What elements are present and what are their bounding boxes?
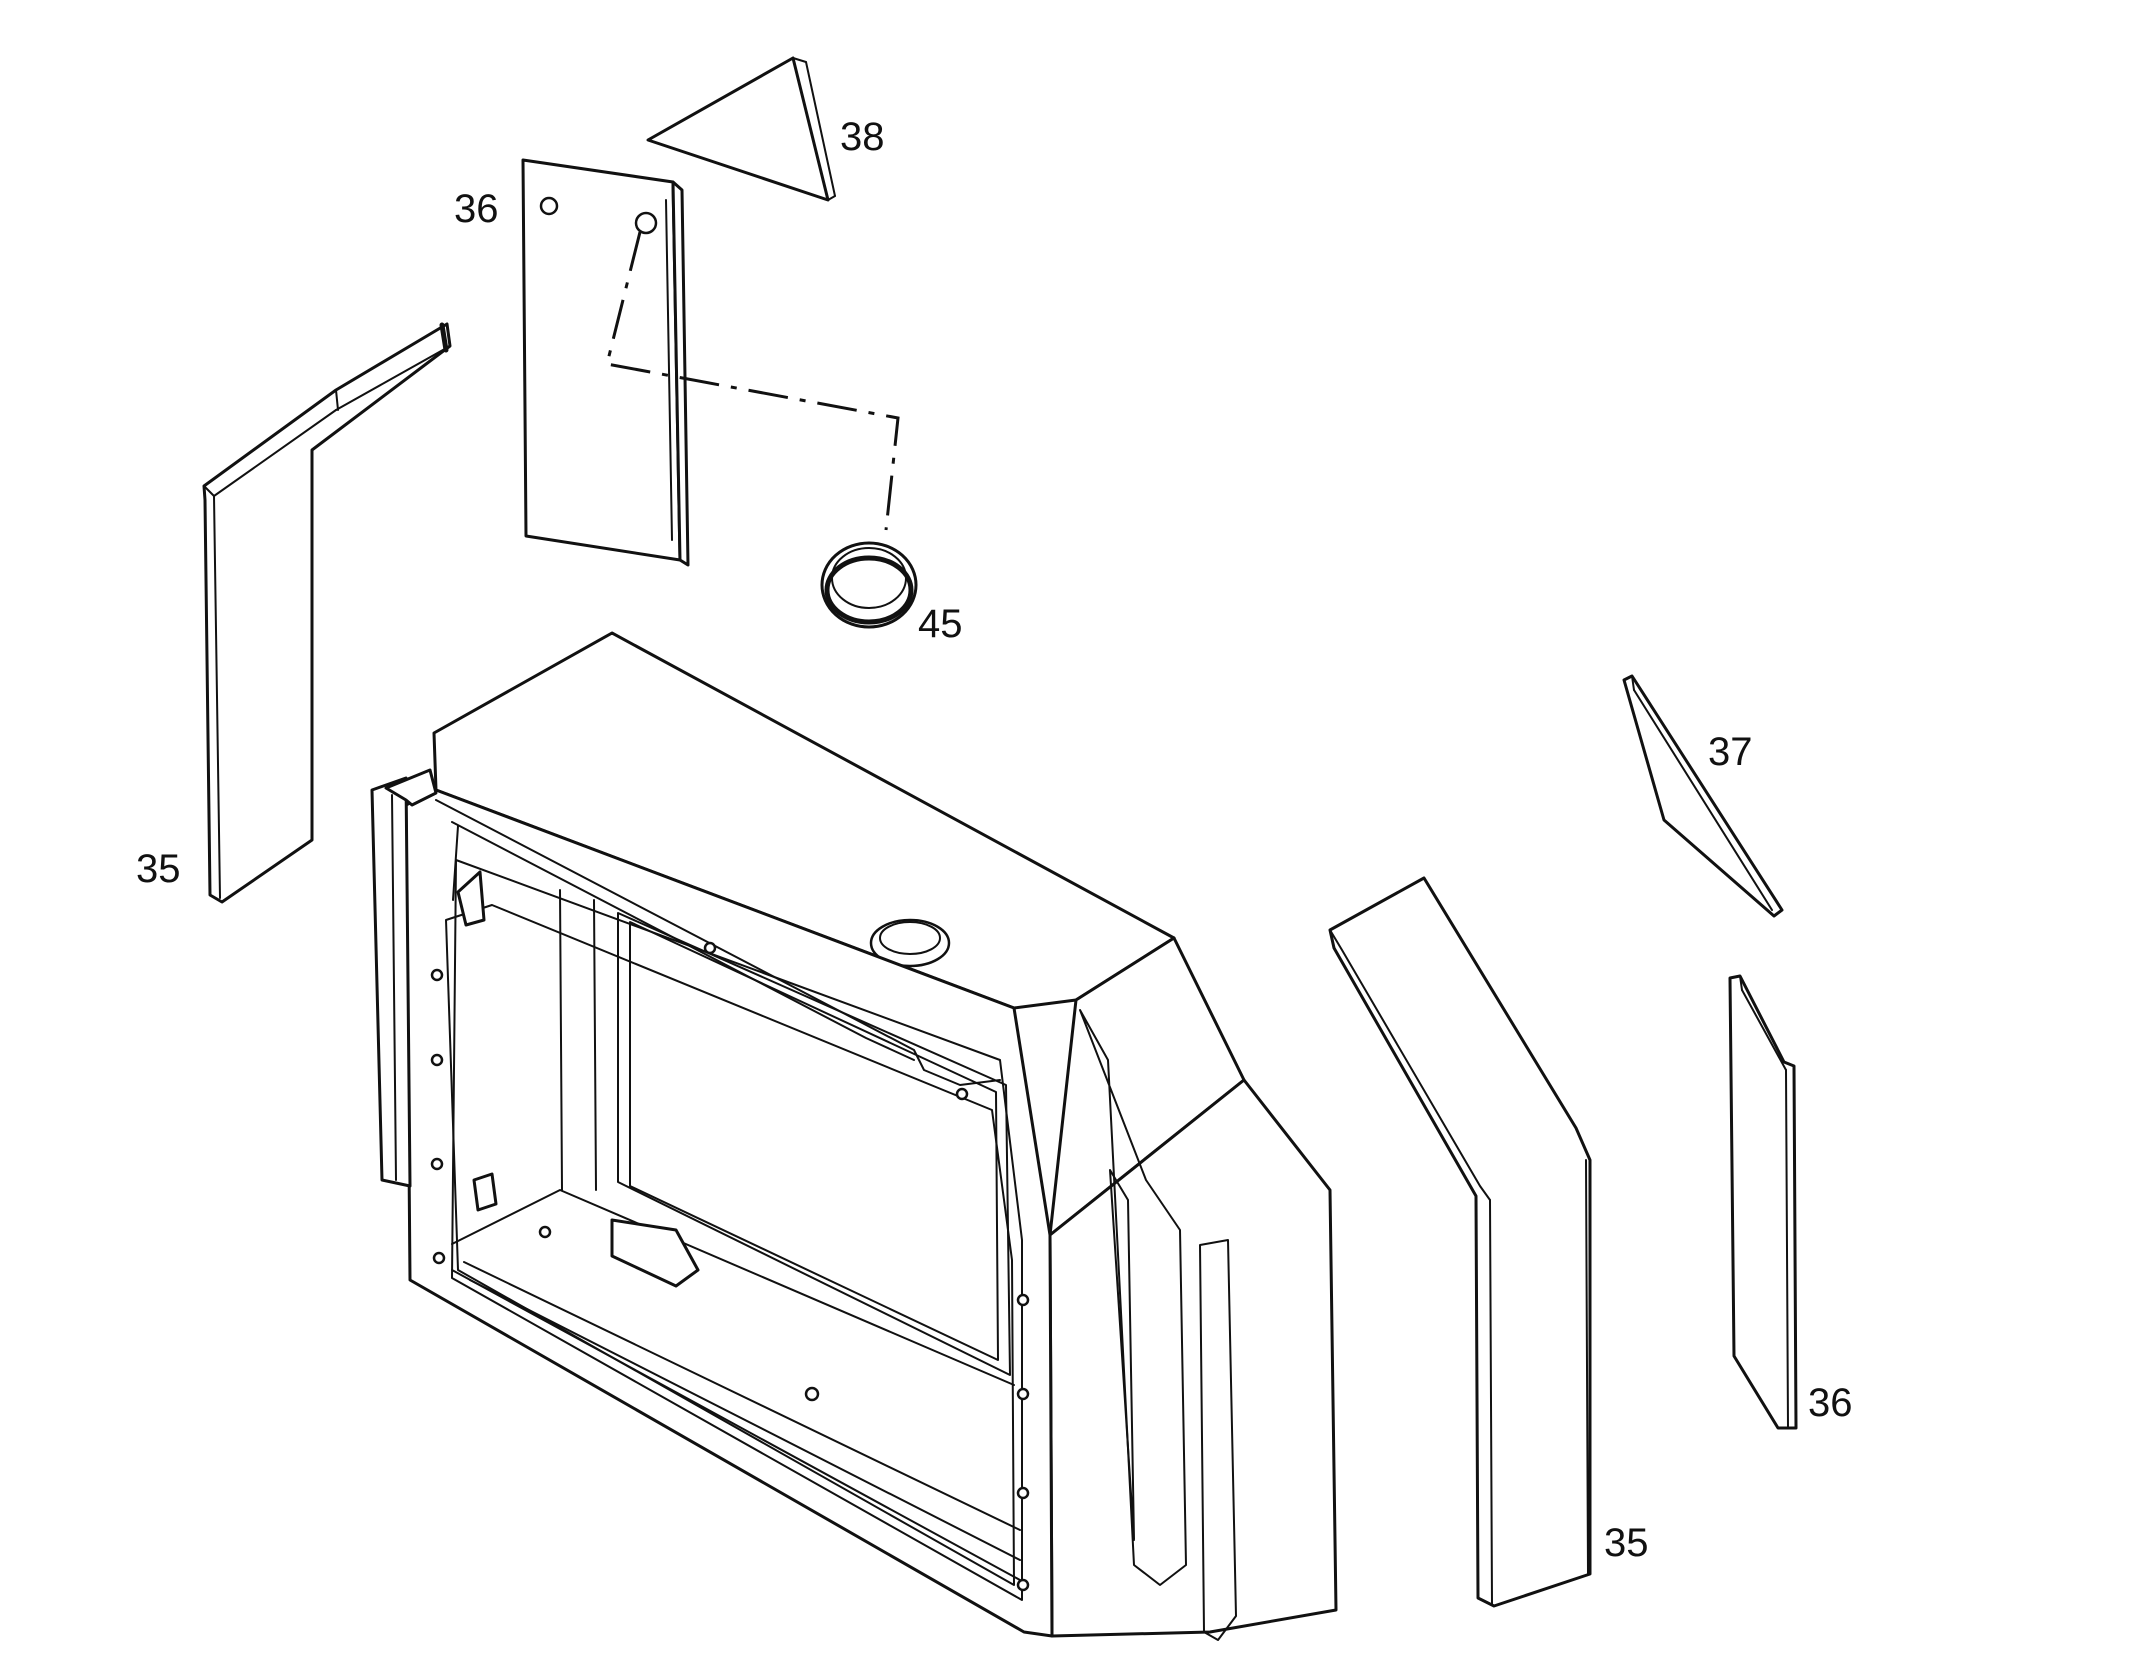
part-35-left-side-liner	[202, 322, 452, 904]
callout-36-top: 36	[454, 187, 499, 231]
callout-35-left: 35	[136, 847, 181, 891]
callout-38: 38	[840, 115, 885, 159]
callout-36-right: 36	[1808, 1381, 1853, 1425]
firebox-body	[370, 631, 1338, 1641]
part-38-triangle-baffle	[646, 56, 836, 202]
part-45-flue-collar	[820, 541, 918, 629]
callout-35-right: 35	[1604, 1521, 1649, 1565]
callout-37: 37	[1708, 730, 1753, 774]
flue-opening	[869, 918, 951, 968]
part-37-small-panel	[1622, 674, 1784, 918]
part-35-right-side-liner	[1328, 876, 1592, 1608]
part-36-rear-panel	[521, 158, 690, 567]
callout-45: 45	[918, 602, 963, 646]
assembly-line	[605, 231, 900, 531]
part-36-right-side-panel	[1728, 974, 1798, 1430]
